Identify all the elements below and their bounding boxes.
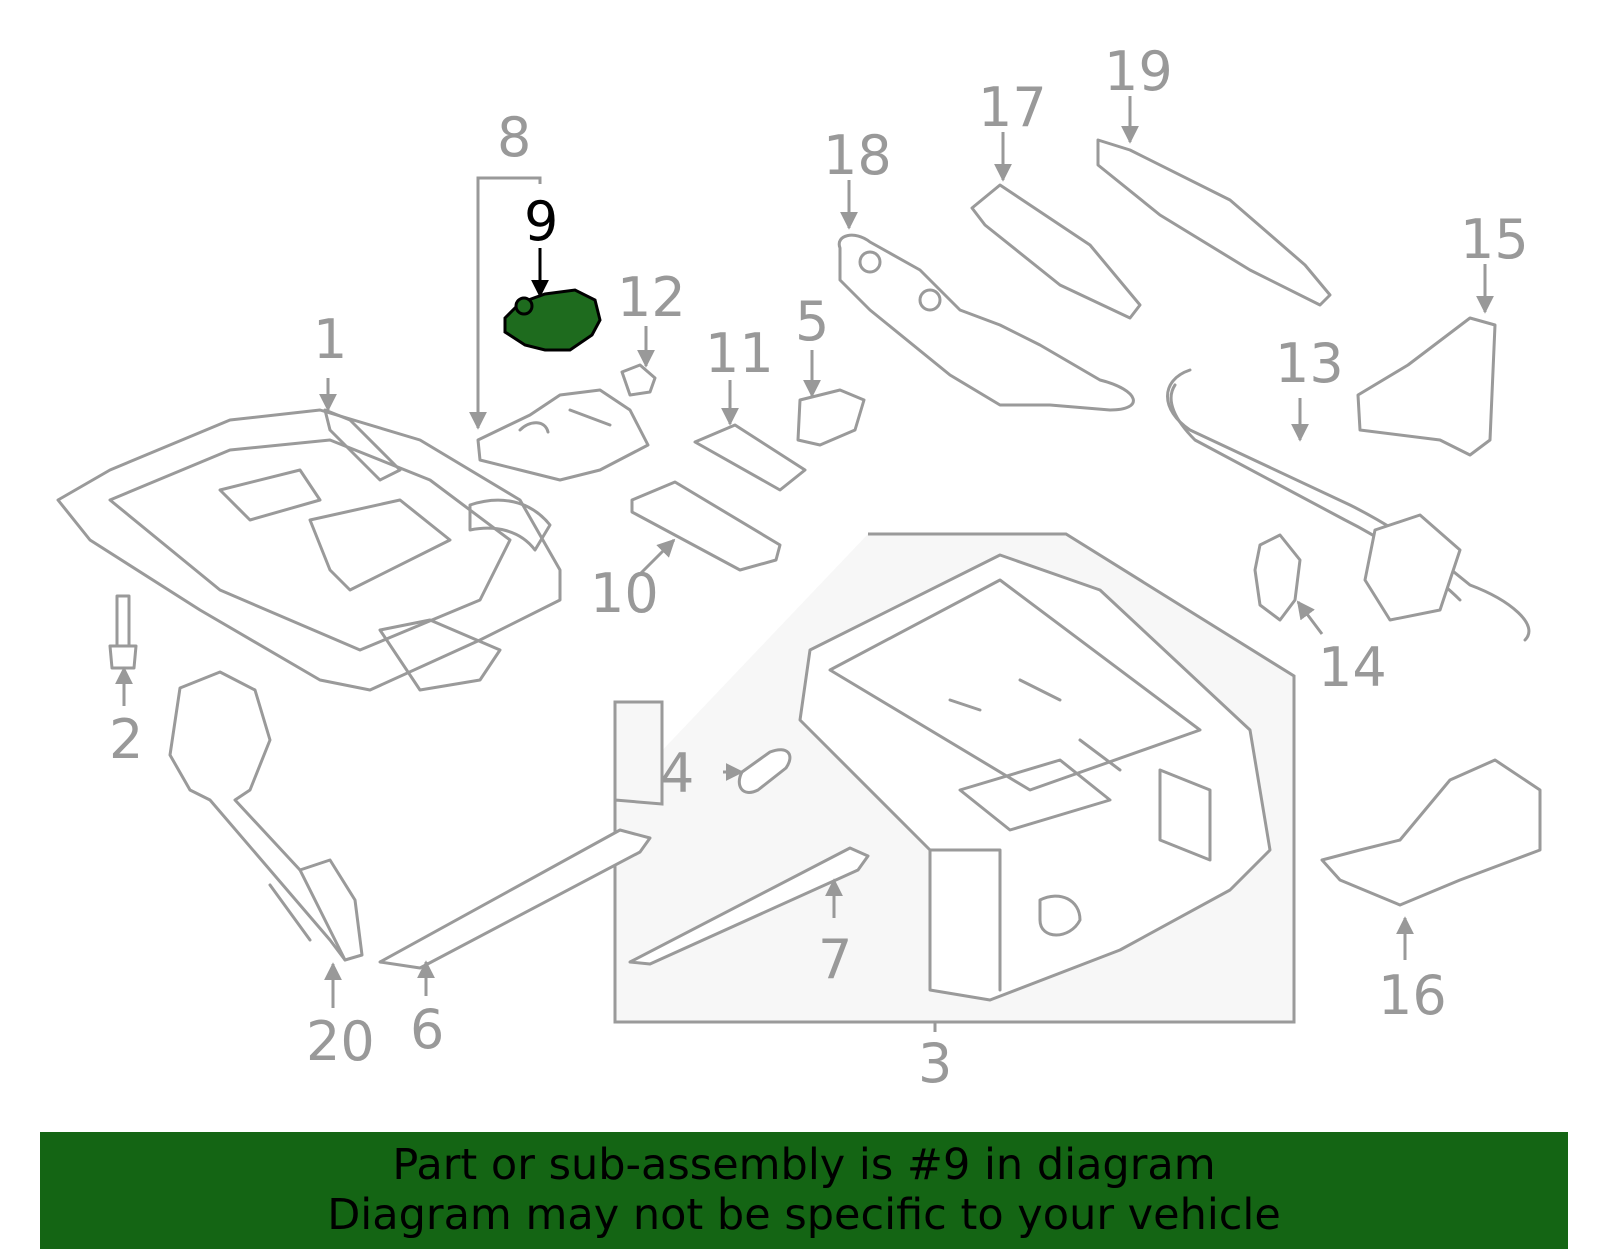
part-12-clip bbox=[620, 363, 657, 397]
part-3-tray bbox=[798, 553, 1272, 1002]
callout-14: 14 bbox=[1318, 636, 1387, 699]
callout-2: 2 bbox=[109, 708, 143, 771]
banner-line-disclaimer: Diagram may not be specific to your vehi… bbox=[327, 1190, 1281, 1240]
leader-lines bbox=[115, 96, 1494, 1032]
callout-19: 19 bbox=[1104, 40, 1173, 103]
callout-9: 9 bbox=[524, 190, 558, 253]
callout-10: 10 bbox=[590, 562, 659, 625]
part-10-cover bbox=[630, 480, 782, 572]
part-19-rail bbox=[1096, 138, 1332, 307]
callout-16: 16 bbox=[1378, 964, 1447, 1027]
part-2-bolt bbox=[108, 594, 138, 670]
callout-20: 20 bbox=[306, 1010, 375, 1073]
part-15-bracket bbox=[1356, 316, 1497, 457]
part-11-pad bbox=[693, 423, 807, 492]
part-20-pedal bbox=[168, 670, 364, 962]
part-1-housing bbox=[56, 408, 562, 692]
part-4-grommet bbox=[737, 748, 792, 794]
part-7-trim bbox=[628, 846, 870, 966]
callout-7: 7 bbox=[818, 928, 852, 991]
callout-13: 13 bbox=[1275, 332, 1344, 395]
callout-11: 11 bbox=[705, 322, 774, 385]
part-17-rail bbox=[970, 183, 1142, 320]
part-14-bracket bbox=[1253, 533, 1302, 622]
callout-6: 6 bbox=[410, 998, 444, 1061]
info-banner: Part or sub-assembly is #9 in diagram Di… bbox=[40, 1132, 1568, 1249]
part-9-post bbox=[514, 296, 534, 316]
callout-17: 17 bbox=[978, 76, 1047, 139]
part-6-trim bbox=[378, 828, 652, 970]
callout-8: 8 bbox=[497, 106, 531, 169]
callout-15: 15 bbox=[1460, 208, 1529, 271]
callout-12: 12 bbox=[617, 266, 686, 329]
callout-1: 1 bbox=[313, 308, 347, 371]
callout-3: 3 bbox=[918, 1032, 952, 1095]
part-18-plate bbox=[837, 233, 1135, 412]
banner-line-part-info: Part or sub-assembly is #9 in diagram bbox=[392, 1140, 1216, 1190]
part-13-hose bbox=[1166, 368, 1531, 642]
part-5-bracket bbox=[796, 388, 866, 447]
callout-5: 5 bbox=[795, 290, 829, 353]
callout-labels: 1 2 3 4 5 6 7 8 9 10 11 12 13 14 15 16 1… bbox=[109, 40, 1529, 1095]
callout-18: 18 bbox=[823, 124, 892, 187]
callout-4: 4 bbox=[660, 742, 694, 805]
part-16-bracket bbox=[1320, 758, 1542, 907]
part-8-bracket-assembly bbox=[476, 176, 650, 482]
